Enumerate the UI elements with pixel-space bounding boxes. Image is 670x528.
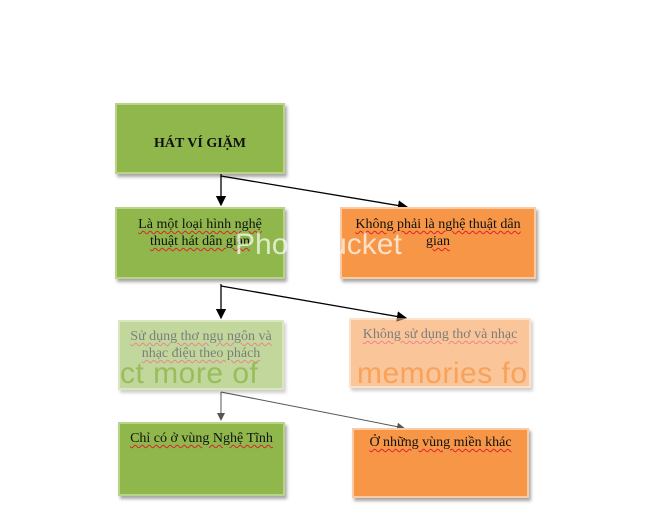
- node-right-3: Ở những vùng miền khác: [352, 428, 529, 498]
- node-left-1-label: Là một loại hình nghệ thuật hát dân gian: [138, 217, 262, 249]
- node-root-label: HÁT VÍ GIẶM: [153, 136, 247, 151]
- node-right-3-label: Ở những vùng miền khác: [369, 435, 512, 450]
- node-left-2: Sử dụng thơ ngụ ngôn và nhạc điệu theo p…: [118, 320, 284, 390]
- connector-l2-r3: [220, 391, 405, 431]
- connector-root-r1: [220, 175, 409, 211]
- node-left-2-label: Sử dụng thơ ngụ ngôn và nhạc điệu theo p…: [130, 329, 272, 361]
- node-left-1: Là một loại hình nghệ thuật hát dân gian: [115, 207, 285, 279]
- connector-l1-r2: [220, 285, 408, 322]
- node-left-3-label: Chỉ có ở vùng Nghệ Tĩnh: [130, 431, 273, 446]
- node-left-3: Chỉ có ở vùng Nghệ Tĩnh: [118, 422, 285, 496]
- node-right-2-label: Không sử dụng thơ và nhạc: [362, 327, 518, 342]
- node-right-1: Không phải là nghệ thuật dân gian: [340, 207, 536, 279]
- node-root: HÁT VÍ GIẶM: [115, 103, 285, 174]
- node-right-1-label: Không phải là nghệ thuật dân gian: [355, 217, 521, 249]
- node-right-2: Không sử dụng thơ và nhạc: [349, 318, 531, 388]
